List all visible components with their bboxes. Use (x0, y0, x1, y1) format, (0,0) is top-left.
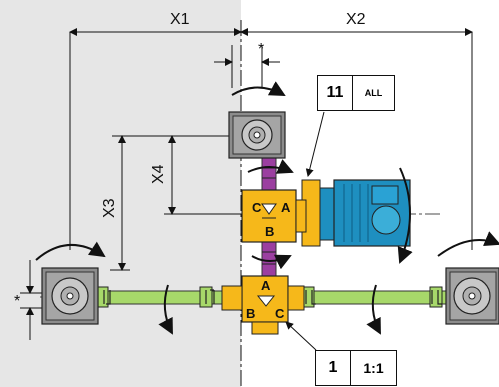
dimension-asterisk-top: * (214, 41, 280, 88)
ratio-box-top-text: ALL (364, 88, 383, 98)
dimension-x1-label: X1 (170, 11, 190, 28)
ratio-box-bottom: 1 1:1 (315, 350, 397, 386)
top-actuator-unit (228, 111, 286, 159)
rotation-arrows (35, 81, 499, 335)
right-actuator-unit (445, 267, 499, 325)
lower-gearbox: A B C (221, 275, 305, 335)
upper-port-a: A (281, 200, 291, 215)
left-actuator-unit (41, 267, 99, 325)
dimension-x2-label: X2 (346, 11, 366, 28)
vertical-coupling-upper (261, 157, 277, 191)
ratio-box-bottom-number: 1 (316, 351, 351, 385)
dimension-x3-label: X3 (101, 198, 118, 218)
ratio-box-top-number: 11 (318, 76, 353, 110)
horizontal-shaft (89, 286, 451, 308)
upper-gearbox: C A B (241, 189, 307, 243)
electric-motor (301, 179, 411, 247)
dimension-x1: X1 (69, 11, 242, 250)
lower-port-c: C (275, 306, 285, 321)
dimension-x4-label: X4 (150, 164, 167, 184)
lower-port-a: A (261, 278, 271, 293)
dimension-x3: X3 (101, 135, 234, 271)
ratio-box-bottom-text: 1:1 (363, 360, 384, 376)
leader-top (305, 111, 325, 177)
leader-bottom (285, 321, 317, 351)
dimension-x2: X2 (240, 11, 473, 250)
dimension-x4: X4 (150, 135, 250, 215)
upper-port-c: C (252, 200, 262, 215)
lower-port-b: B (246, 306, 255, 321)
upper-port-b: B (265, 224, 274, 239)
asterisk-left-label: * (14, 293, 20, 310)
asterisk-top-label: * (258, 41, 264, 58)
ratio-box-top: 11 ALL (317, 75, 395, 111)
